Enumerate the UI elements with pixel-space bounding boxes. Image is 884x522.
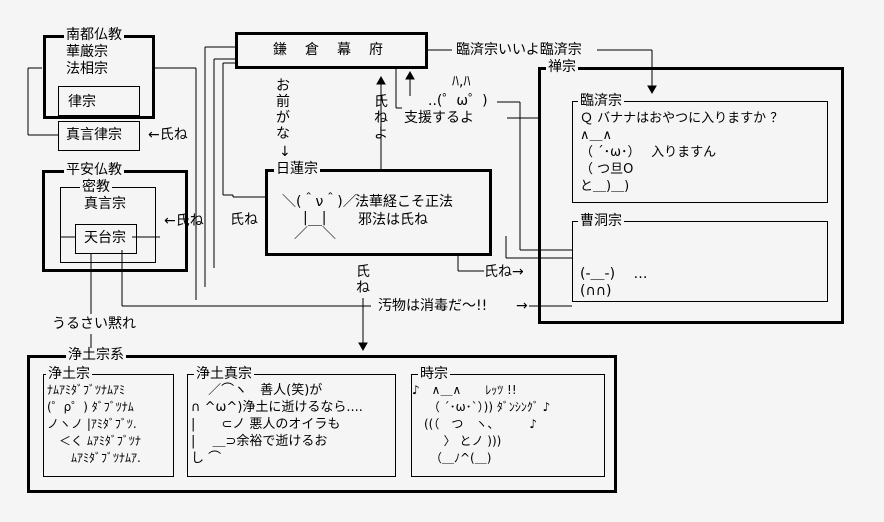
small-face: ..(゜ω゜) bbox=[428, 93, 488, 109]
hahaa-label: ﾊ,ﾊ bbox=[452, 74, 471, 90]
ritsu-box bbox=[58, 86, 140, 116]
shingon-ritsu-box bbox=[58, 121, 140, 151]
nichiren-text1: 法華経こそ正法 bbox=[355, 194, 453, 210]
jodoshu-title: 浄土宗 bbox=[46, 366, 92, 382]
shien-label: 支援するよ bbox=[404, 110, 474, 126]
soto-face: (-＿-) … bbox=[580, 266, 648, 282]
aa-line: ∧＿∧ bbox=[580, 128, 613, 143]
aa-line: (゜ρ゜) ﾀﾞﾌﾞﾂﾅﾑ bbox=[47, 400, 134, 414]
hosso-label: 法相宗 bbox=[66, 61, 108, 77]
shine-arrow-top: ←氏ね bbox=[148, 127, 188, 143]
heian-title: 平安仏教 bbox=[64, 162, 124, 178]
soto-face2: (∩∩) bbox=[580, 283, 612, 299]
kegon-label: 華厳宗 bbox=[66, 44, 108, 60]
aa-line: ／⌒ヽ 善人(笑)が bbox=[191, 383, 323, 398]
jishu-box bbox=[411, 374, 605, 477]
nichiren-face3: ／￣＼ bbox=[294, 226, 336, 242]
urusai-label: うるさい黙れ bbox=[52, 316, 136, 332]
nichiren-title: 日蓮宗 bbox=[274, 161, 320, 177]
jishu-aa: ♪ ∧＿∧ ﾚｯﾂ !! （ ´･ω･`）)) ﾀﾞﾝｼﾝｸﾞ ♪ ((（ つ … bbox=[412, 382, 550, 467]
aa-line: ﾅﾑｱﾐﾀﾞﾌﾞﾂﾅﾑｱﾐ bbox=[47, 383, 126, 397]
aa-line: | ＿⊃余裕で逝けるお bbox=[191, 434, 328, 449]
shine-right-nichiren: 氏ね bbox=[228, 212, 260, 228]
aa-line: ノヽノ |ｱﾐﾀﾞﾌﾞﾂ. bbox=[47, 417, 137, 431]
aa-line: （＿ﾉ^(＿) bbox=[412, 451, 492, 465]
aa-line: Ｑ バナナはおやつに入りますか ？ bbox=[580, 111, 784, 126]
omae-label: お前がな bbox=[276, 78, 290, 142]
aa-line: と＿)＿) bbox=[580, 179, 630, 194]
shinshu-title: 浄土真宗 bbox=[194, 366, 254, 382]
aa-line: （ つ旦O bbox=[580, 162, 634, 177]
soto-box bbox=[572, 221, 828, 302]
aa-line: （ ´･ω･`）)) ﾀﾞﾝｼﾝｸﾞ ♪ bbox=[412, 400, 551, 414]
nichiren-box bbox=[265, 169, 492, 256]
shine-up-label: 氏ねよ bbox=[374, 94, 388, 142]
jodoshu-aa: ﾅﾑｱﾐﾀﾞﾌﾞﾂﾅﾑｱﾐ(゜ρ゜) ﾀﾞﾌﾞﾂﾅﾑノヽノ |ｱﾐﾀﾞﾌﾞﾂ. … bbox=[47, 382, 141, 467]
bakufu-label: 鎌 倉 幕 府 bbox=[273, 42, 385, 58]
aa-line: ＜く ﾑｱﾐﾀﾞﾌﾞﾂﾅ bbox=[47, 434, 141, 448]
aa-line: | ⊂ノ 悪人のオイラも bbox=[191, 417, 341, 432]
zen-title: 禅宗 bbox=[546, 59, 578, 75]
shingon-ritsu-label: 真言律宗 bbox=[66, 127, 122, 143]
jodo-box bbox=[27, 355, 617, 493]
shinshu-box bbox=[187, 374, 396, 477]
aa-line: （ ´･ω･） 入りますん bbox=[580, 145, 717, 160]
shine-arrow-mid: ←氏ね bbox=[164, 213, 204, 229]
nichiren-text2: 邪法は氏ね bbox=[358, 212, 428, 228]
shingon-label: 真言宗 bbox=[84, 196, 126, 212]
rinzai-aa: Ｑ バナナはおやつに入りますか ？ ∧＿∧ （ ´･ω･） 入りますん （ つ旦O と＿… bbox=[580, 110, 783, 195]
bakufu-box bbox=[235, 32, 428, 69]
aa-line: ((（ つ ヽ、 ♪ bbox=[412, 417, 538, 431]
nichiren-face: ＼(＾ν＾)／ bbox=[282, 194, 357, 210]
shine-down-label: 氏ね bbox=[356, 264, 370, 296]
kegare-arrow: → bbox=[516, 298, 528, 314]
ritsu-label: 律宗 bbox=[68, 94, 96, 110]
aa-line: ﾑｱﾐﾀﾞﾌﾞﾂﾅﾑｱ. bbox=[47, 451, 141, 465]
mikkyo-title: 密教 bbox=[80, 179, 112, 195]
nichiren-face2: | | bbox=[303, 210, 327, 226]
shinshu-aa: ／⌒ヽ 善人(笑)が ∩ ^ω^)浄土に逝けるなら.... | ⊂ノ 悪人のオイラも… bbox=[191, 382, 363, 467]
aa-line: ♪ ∧＿∧ ﾚｯﾂ !! bbox=[412, 383, 517, 397]
tendai-label: 天台宗 bbox=[84, 230, 126, 246]
soto-title: 曹洞宗 bbox=[578, 213, 624, 229]
jishu-title: 時宗 bbox=[418, 366, 450, 382]
aa-line: ∩ ^ω^)浄土に逝けるなら.... bbox=[191, 400, 363, 415]
aa-line: 〉 とノ ))) bbox=[412, 434, 506, 448]
omae-arrow: ↓ bbox=[279, 144, 291, 160]
rinzai-title: 臨済宗 bbox=[578, 93, 624, 109]
jodo-title: 浄土宗系 bbox=[66, 347, 126, 363]
shine-right-label: 氏ね→ bbox=[484, 264, 524, 280]
rinzai-box bbox=[572, 101, 828, 203]
kegare-label: 汚物は消毒だ～!! bbox=[378, 298, 488, 314]
zen-box bbox=[538, 67, 844, 324]
tendai-box bbox=[75, 224, 137, 254]
aa-line: し ⌒ bbox=[191, 451, 222, 466]
jodoshu-box bbox=[43, 374, 174, 477]
rinzai-arrow-label: 臨済宗いいよ臨済宗 bbox=[456, 42, 582, 58]
nanto-title: 南都仏教 bbox=[64, 27, 124, 43]
